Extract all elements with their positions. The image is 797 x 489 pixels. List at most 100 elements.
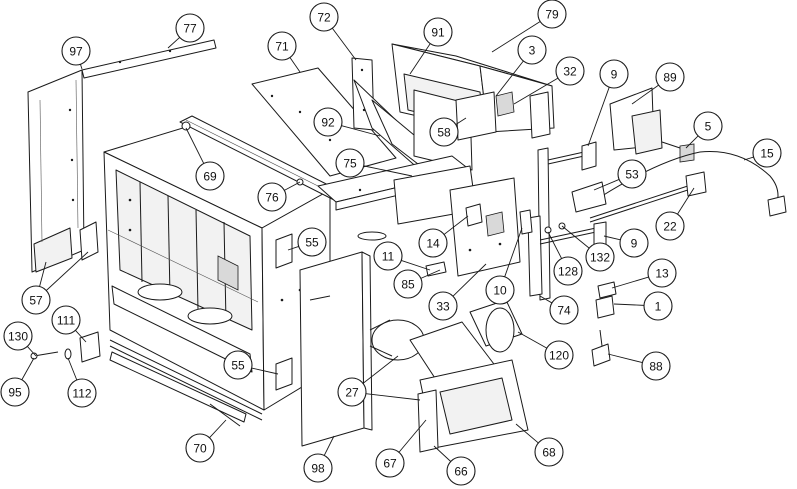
callout-number: 85: [401, 278, 415, 292]
callout-circle: [175, 13, 205, 43]
callout-128: 128: [553, 256, 583, 286]
callout-32: 32: [555, 56, 585, 86]
callout-number: 55: [231, 359, 245, 373]
callout-number: 67: [383, 457, 397, 471]
callout-circle: [185, 433, 215, 463]
callout-circle: [418, 228, 448, 258]
callout-88: 88: [641, 351, 671, 381]
callout-circle: [375, 448, 405, 478]
callout-circle: [393, 269, 423, 299]
callout-number: 88: [649, 360, 663, 374]
callout-circle: [195, 161, 225, 191]
callout-11: 11: [373, 241, 403, 271]
leader-line-67: [398, 419, 427, 453]
callout-number: 10: [493, 284, 507, 298]
fan-assembly: [309, 295, 529, 453]
leader-line-71: [289, 57, 301, 73]
leader-line-58: [455, 117, 467, 125]
callout-89: 89: [655, 62, 685, 92]
leader-line-77: [167, 37, 180, 49]
callout-97: 97: [61, 36, 91, 66]
callout-number: 14: [426, 237, 440, 251]
leader-line-92: [341, 125, 381, 137]
callout-circle: [643, 291, 673, 321]
callout-number: 76: [265, 191, 279, 205]
leader-line-1: [613, 303, 645, 306]
leader-lines: [21, 21, 754, 462]
callout-66: 66: [446, 456, 476, 486]
control-box-79: [391, 43, 555, 171]
callout-circle: [619, 228, 649, 258]
callout-number: 58: [437, 126, 451, 140]
callout-number: 9: [611, 68, 618, 82]
callout-circle: [313, 107, 343, 137]
callout-5: 5: [693, 111, 723, 141]
callout-9: 9: [619, 228, 649, 258]
callout-112: 112: [67, 378, 97, 408]
callout-circle: [641, 351, 671, 381]
callout-91: 91: [423, 17, 453, 47]
callout-circle: [423, 17, 453, 47]
leader-line-72: [331, 27, 357, 61]
leader-line-112: [67, 357, 78, 381]
callout-circle: [373, 241, 403, 271]
leader-line-9: [603, 235, 621, 241]
callout-number: 112: [72, 387, 91, 401]
callout-67: 67: [375, 448, 405, 478]
leader-line-88: [607, 353, 643, 364]
leader-line-5: [685, 135, 699, 149]
leader-line-55: [287, 246, 299, 251]
leader-line-27: [362, 355, 399, 384]
leader-line-79: [491, 21, 541, 53]
leader-line-9: [587, 87, 610, 147]
callout-circle: [599, 59, 629, 89]
callout-15: 15: [752, 138, 782, 168]
callout-circle: [0, 377, 30, 407]
callout-55: 55: [223, 350, 253, 380]
callout-69: 69: [195, 161, 225, 191]
callout-70: 70: [185, 433, 215, 463]
callout-number: 98: [311, 462, 325, 476]
callout-circle: [267, 31, 297, 61]
callout-number: 130: [8, 330, 28, 344]
callout-number: 66: [454, 465, 468, 479]
callout-number: 74: [557, 304, 571, 318]
leader-line-132: [561, 225, 590, 249]
rail-70: [109, 351, 247, 427]
leader-line-68: [515, 423, 539, 444]
callout-circle: [655, 62, 685, 92]
callout-circle: [51, 305, 81, 335]
callout-circle: [485, 275, 515, 305]
callout-circle: [303, 453, 333, 483]
leader-line-53: [593, 179, 620, 191]
cable-15: [601, 151, 787, 217]
callout-number: 68: [542, 446, 556, 460]
callout-number: 9: [631, 237, 638, 251]
leader-line-10: [504, 227, 523, 277]
callout-number: 22: [663, 220, 677, 234]
bracket-53: [571, 171, 707, 223]
callout-68: 68: [534, 437, 564, 467]
callout-132: 132: [585, 242, 615, 272]
callout-circle: [534, 437, 564, 467]
switch-13: [595, 281, 617, 319]
callout-number: 11: [382, 250, 395, 264]
callout-53: 53: [617, 159, 647, 189]
leader-line-91: [409, 43, 431, 75]
callout-circle: [257, 182, 287, 212]
callout-number: 111: [57, 314, 76, 328]
callout-number: 13: [655, 267, 669, 281]
callout-10: 10: [485, 275, 515, 305]
callout-circle: [544, 340, 574, 370]
callout-9: 9: [599, 59, 629, 89]
callout-circle: [309, 2, 339, 32]
callout-33: 33: [428, 291, 458, 321]
front-cover-98: [299, 251, 373, 447]
callout-number: 79: [545, 8, 559, 22]
leader-line-130: [27, 346, 37, 357]
leader-line-27: [365, 393, 421, 401]
leader-line-85: [420, 269, 441, 279]
